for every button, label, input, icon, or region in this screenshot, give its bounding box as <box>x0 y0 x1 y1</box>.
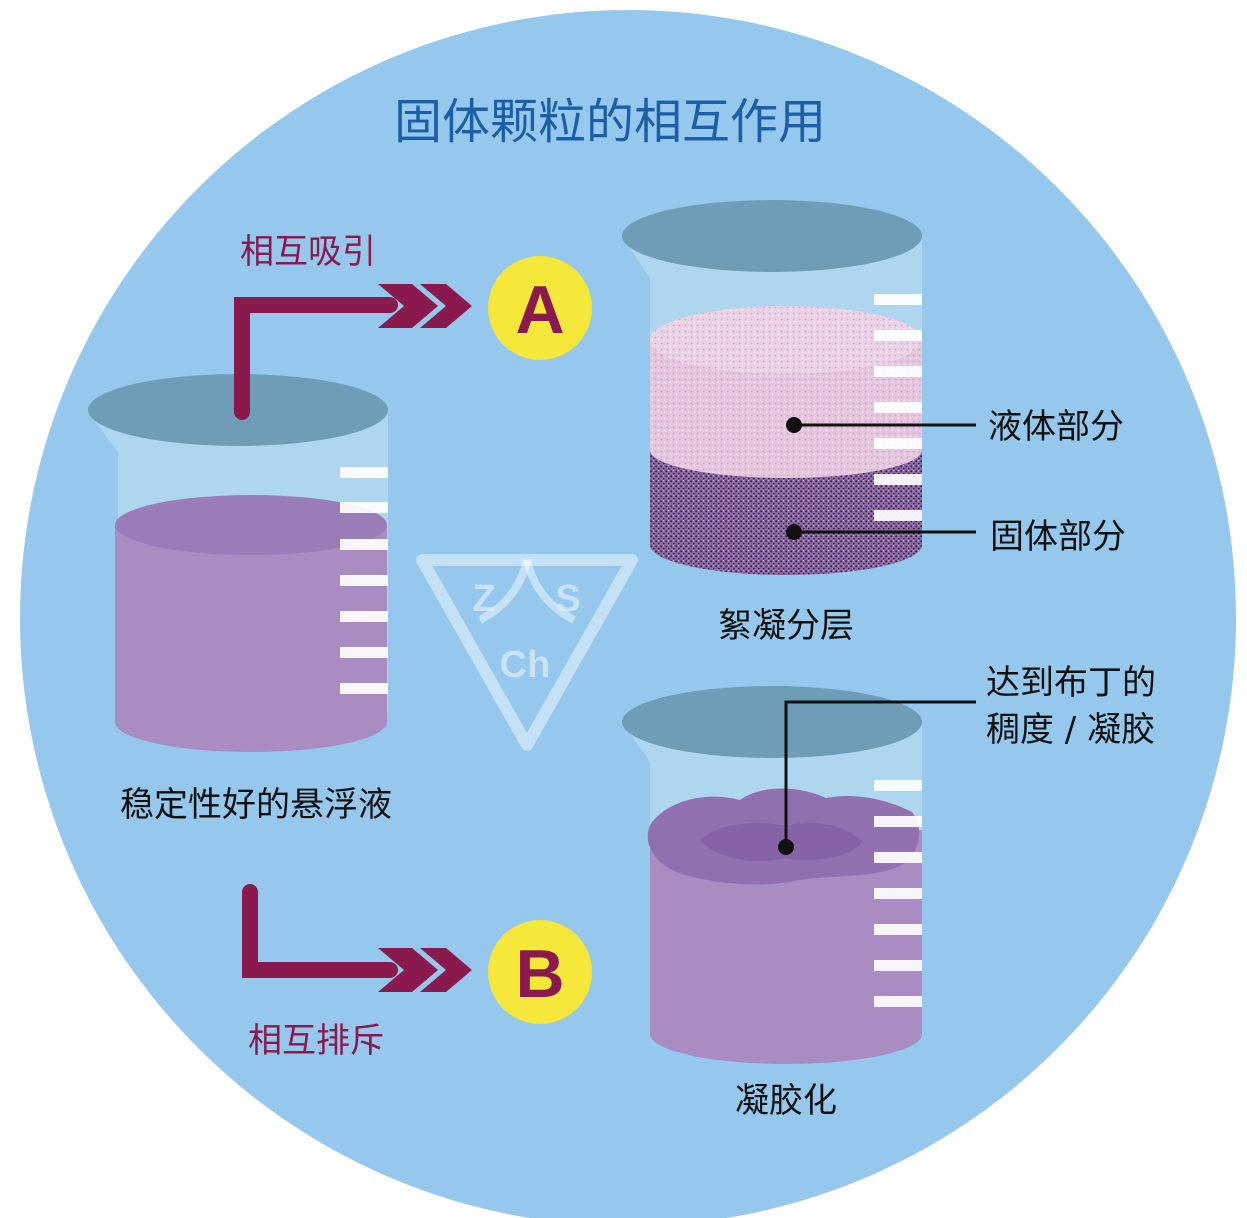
watermark-letter-ch: Ch <box>500 644 551 686</box>
measurement-marks <box>874 780 922 1007</box>
liquid-body <box>115 525 387 752</box>
label-gel-line2: 稠度 / 凝胶 <box>986 710 1155 750</box>
label-liquid-part: 液体部分 <box>988 407 1124 447</box>
beaker-flocculation <box>622 200 922 575</box>
caption-flocculation: 絮凝分层 <box>718 606 854 646</box>
badge-b: B <box>488 920 592 1024</box>
repulsion-arrow <box>242 884 472 992</box>
beaker-stable <box>88 374 388 752</box>
measurement-marks <box>874 294 922 521</box>
attraction-arrow <box>234 284 472 420</box>
beaker-rim <box>622 200 922 272</box>
caption-stable: 稳定性好的悬浮液 <box>120 785 392 825</box>
watermark-letter-z: Z <box>472 578 495 620</box>
caption-gelation: 凝胶化 <box>735 1081 837 1121</box>
watermark-letter-s: S <box>555 578 580 620</box>
liquid-surface <box>115 495 387 555</box>
callout-liquid <box>786 417 976 433</box>
beaker-rim <box>622 686 922 758</box>
beaker-gelation <box>622 686 922 1064</box>
attraction-label: 相互吸引 <box>240 232 376 272</box>
diagram-title: 固体颗粒的相互作用 <box>394 94 826 150</box>
label-gel-line1: 达到布丁的 <box>986 663 1156 703</box>
gel-body <box>650 830 922 1064</box>
badge-b-letter: B <box>515 936 564 1012</box>
label-solid-part: 固体部分 <box>990 517 1126 557</box>
measurement-marks <box>340 467 388 694</box>
badge-a: A <box>488 256 592 360</box>
badge-a-letter: A <box>515 272 564 348</box>
solid-sediment <box>650 450 922 575</box>
repulsion-label: 相互排斥 <box>248 1021 384 1061</box>
zsch-watermark: Z S Ch <box>416 554 638 751</box>
callout-gel <box>778 700 976 855</box>
callout-solid <box>786 524 976 540</box>
